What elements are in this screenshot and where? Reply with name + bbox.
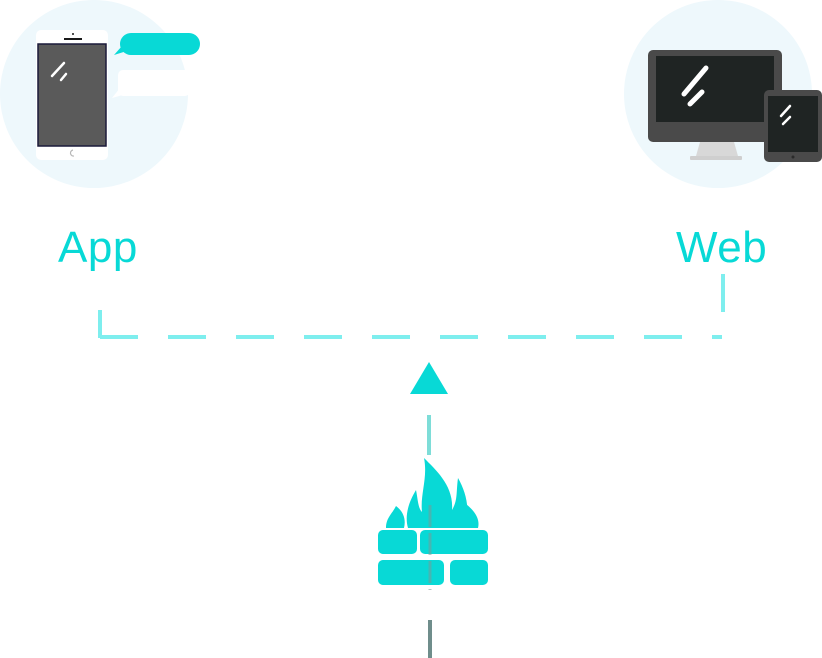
app-label: App (58, 223, 138, 272)
app-device-icon (0, 0, 200, 188)
up-arrow-icon (410, 362, 448, 394)
connection-lines (98, 274, 725, 339)
phone-screen (37, 43, 107, 147)
chat-bubble-icon (114, 33, 200, 55)
web-device-icon (624, 0, 822, 188)
chat-bubble-reply-icon (112, 70, 190, 98)
tablet-screen (768, 96, 818, 152)
firewall-icon (378, 458, 488, 590)
monitor-screen (656, 56, 774, 122)
web-label: Web (676, 223, 768, 272)
